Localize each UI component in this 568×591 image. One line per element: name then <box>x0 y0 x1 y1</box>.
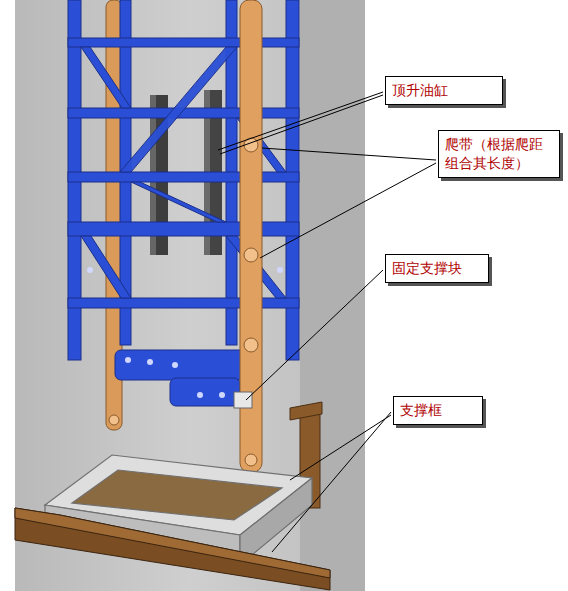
callout-label: 爬带（根据爬距组合其长度） <box>445 135 553 173</box>
leader-lines <box>218 92 436 552</box>
callout-label: 支撑框 <box>400 401 476 420</box>
callout-label: 顶升油缸 <box>392 81 496 100</box>
callout-box: 支撑框 <box>393 396 483 425</box>
callout-label: 固定支撑块 <box>392 259 482 278</box>
callout-box: 爬带（根据爬距组合其长度） <box>438 130 560 178</box>
callout-box: 顶升油缸 <box>385 76 503 105</box>
tower-mast <box>68 0 299 406</box>
support-block <box>234 392 252 408</box>
callout-box: 固定支撑块 <box>385 254 489 283</box>
climbing-belt <box>109 0 262 472</box>
steel-beam <box>15 508 330 590</box>
wall <box>15 0 365 591</box>
